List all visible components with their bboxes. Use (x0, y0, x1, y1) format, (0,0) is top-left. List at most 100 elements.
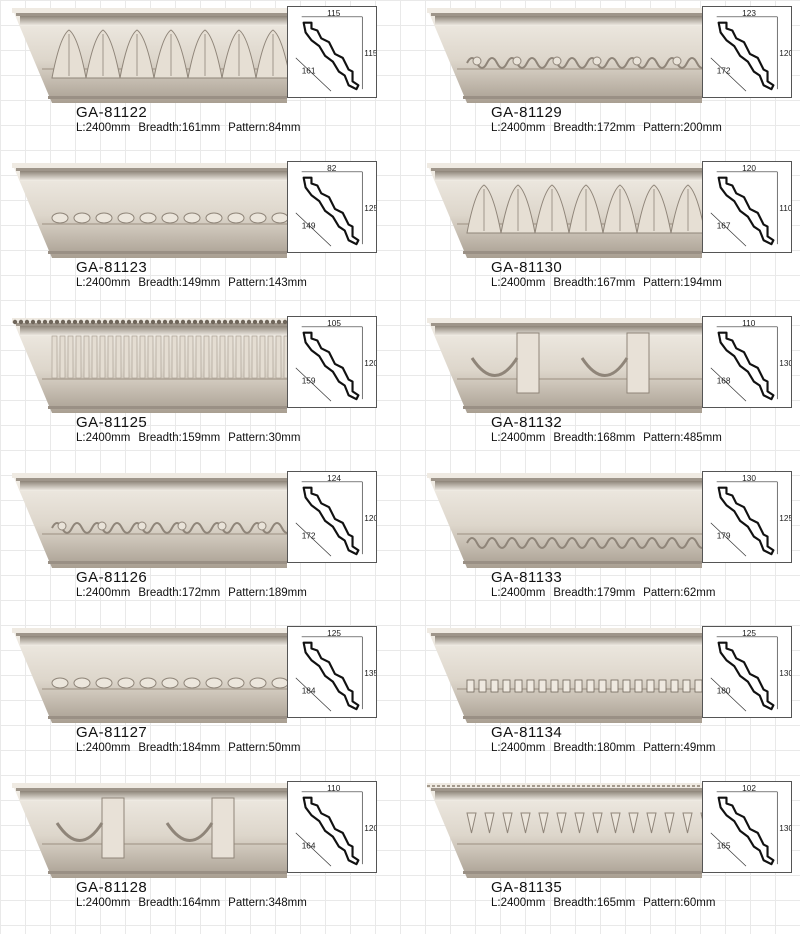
spec-pattern: Pattern:194mm (643, 277, 722, 289)
egg-dart (139, 212, 157, 224)
dentil-block (598, 679, 607, 693)
molding-image (12, 8, 287, 103)
bead (78, 319, 84, 325)
spec-pattern: Pattern:348mm (228, 897, 307, 909)
molding-fillet (457, 68, 702, 70)
product-card-ga-81130[interactable]: 120110167 GA-81130 L:2400mmBreadth:167mm… (415, 155, 800, 310)
molding-image (427, 318, 702, 413)
molding-bottom-edge (463, 716, 702, 719)
molding-fillet (457, 378, 702, 380)
flute (155, 335, 162, 379)
dim-diagonal-label: 184 (302, 686, 316, 696)
flute (179, 335, 186, 379)
product-code: GA-81132 (491, 414, 563, 431)
swag (470, 357, 519, 377)
dentil-block (694, 679, 702, 693)
egg-dart (161, 677, 179, 689)
molding-top-band (12, 473, 287, 478)
drop-motif (700, 812, 702, 820)
molding-top-band (12, 163, 287, 168)
bead (162, 319, 168, 325)
bead (108, 319, 114, 325)
product-card-ga-81135[interactable]: 102130165 GA-81135 L:2400mmBreadth:165mm… (415, 775, 800, 930)
flute (267, 335, 274, 379)
product-code: GA-81127 (76, 724, 148, 741)
profile-drawing: 102130165 (702, 781, 792, 873)
profile-drawing: 115115161 (287, 6, 377, 98)
bead (198, 319, 204, 325)
swag (55, 822, 104, 842)
crown-profile (717, 796, 775, 866)
dim-line-diagonal (710, 212, 747, 247)
crown-profile (717, 21, 775, 91)
bead (168, 319, 174, 325)
molding-top-shadow (16, 633, 287, 636)
spec-breadth: Breadth:179mm (553, 587, 636, 599)
molding-bottom-edge (463, 871, 702, 874)
product-card-ga-81126[interactable]: 124120172 GA-81126 L:2400mmBreadth:172mm… (0, 465, 400, 620)
molding-top-band (12, 783, 287, 788)
molding-fillet (42, 843, 287, 845)
molding-ornament-dentil (466, 679, 702, 693)
product-card-ga-81129[interactable]: 123120172 GA-81129 L:2400mmBreadth:172mm… (415, 0, 800, 155)
dim-line-diagonal (710, 522, 747, 557)
dim-diagonal-label: 161 (302, 66, 316, 76)
molding-image (12, 628, 287, 723)
dim-top-label: 115 (327, 8, 341, 18)
molding-top-shadow (16, 788, 287, 791)
molding-body (427, 628, 702, 723)
product-card-ga-81125[interactable]: 105120159 GA-81125 L:2400mmBreadth:159mm… (0, 310, 400, 465)
egg-dart (271, 677, 287, 689)
bead (24, 319, 30, 325)
dentil-block (682, 679, 691, 693)
bead (258, 319, 264, 325)
egg-dart (51, 212, 69, 224)
molding-cove (20, 481, 287, 491)
product-card-ga-81132[interactable]: 110130168 GA-81132 L:2400mmBreadth:168mm… (415, 310, 800, 465)
molding-cove (435, 481, 702, 491)
product-card-ga-81134[interactable]: 125130180 GA-81134 L:2400mmBreadth:180mm… (415, 620, 800, 775)
spec-length: L:2400mm (76, 742, 131, 754)
molding-bottom-edge (463, 96, 702, 99)
molding-cove (435, 171, 702, 181)
product-code: GA-81126 (76, 569, 148, 586)
flute (75, 335, 82, 379)
scroll-vine (51, 522, 287, 534)
egg-dart (95, 212, 113, 224)
dim-diagonal-label: 149 (302, 221, 316, 231)
profile-diagram-svg: 120110167 (710, 163, 791, 247)
crown-profile (302, 21, 360, 91)
egg-dart (183, 677, 201, 689)
product-card-ga-81122[interactable]: 115115161 GA-81122 L:2400mmBreadth:161mm… (0, 0, 400, 155)
spec-pattern: Pattern:200mm (643, 122, 722, 134)
crown-profile (302, 796, 360, 866)
drop-motif (538, 812, 549, 834)
molding-bottom-edge (463, 406, 702, 409)
flute (147, 335, 154, 379)
rosette (97, 521, 107, 531)
dim-side-label: 125 (364, 203, 376, 213)
egg-dart (271, 212, 287, 224)
flute (211, 335, 218, 379)
dim-side-label: 130 (779, 823, 791, 833)
bead (132, 319, 138, 325)
dim-top-label: 110 (742, 318, 756, 328)
dim-side-label: 120 (364, 513, 376, 523)
flute (131, 335, 138, 379)
dentil-block (634, 679, 643, 693)
profile-drawing: 105120159 (287, 316, 377, 408)
molding-body (427, 473, 702, 568)
molding-cove (20, 171, 287, 181)
product-card-ga-81133[interactable]: 130125179 GA-81133 L:2400mmBreadth:179mm… (415, 465, 800, 620)
product-card-ga-81123[interactable]: 82125149 GA-81123 L:2400mmBreadth:149mmP… (0, 155, 400, 310)
crown-profile (302, 641, 360, 711)
product-card-ga-81128[interactable]: 110120164 GA-81128 L:2400mmBreadth:164mm… (0, 775, 400, 930)
drop-motif (682, 812, 693, 834)
profile-diagram-svg: 115115161 (295, 8, 376, 92)
product-card-ga-81127[interactable]: 125135184 GA-81127 L:2400mmBreadth:184mm… (0, 620, 400, 775)
molding-body (12, 8, 287, 103)
profile-diagram-svg: 82125149 (295, 163, 376, 247)
dim-diagonal-label: 172 (302, 531, 316, 541)
